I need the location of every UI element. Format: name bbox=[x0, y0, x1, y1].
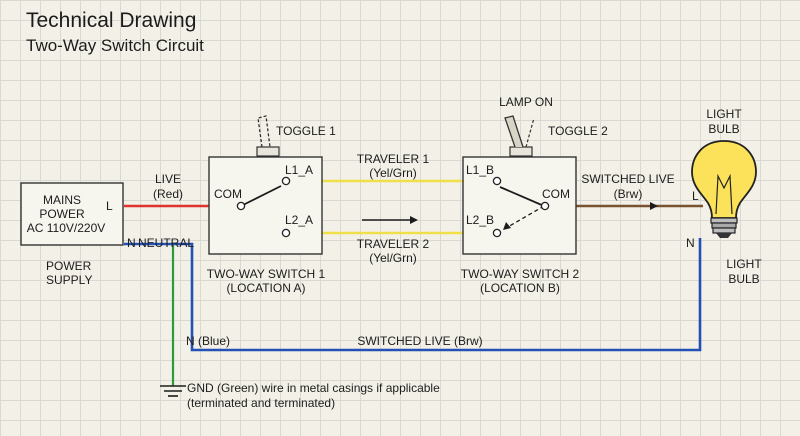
mains-label-line1: MAINS bbox=[43, 193, 81, 207]
bulb-side-label-line2: BULB bbox=[728, 272, 759, 286]
mains-label-line3: AC 110V/220V bbox=[27, 221, 106, 235]
switch-2-l2-label: L2_B bbox=[466, 213, 494, 227]
switch-2-com-label: COM bbox=[542, 187, 570, 201]
toggle-2-label: TOGGLE 2 bbox=[548, 124, 608, 138]
switch-1-com-terminal bbox=[236, 201, 246, 211]
ground-note-line2: (terminated and terminated) bbox=[187, 396, 335, 410]
toggle-1-icon bbox=[256, 115, 280, 157]
switch-2-com-terminal bbox=[540, 201, 550, 211]
traveler-2-label-line2: (Yel/Grn) bbox=[369, 251, 417, 265]
mains-label-line2: POWER bbox=[39, 207, 85, 221]
switch-1-l2-label: L2_A bbox=[285, 213, 313, 227]
bulb-terminal-n: N bbox=[686, 236, 695, 250]
switch-1-caption-line1: TWO-WAY SWITCH 1 bbox=[207, 267, 326, 281]
lamp-on-label: LAMP ON bbox=[499, 95, 553, 109]
switch-1-l1-terminal bbox=[281, 176, 291, 186]
switch-2-l1-terminal bbox=[492, 176, 502, 186]
switch-2-caption-line1: TWO-WAY SWITCH 2 bbox=[461, 267, 580, 281]
live-label-line1: LIVE bbox=[155, 172, 181, 186]
neutral-bottom-label: N (Blue) bbox=[186, 334, 230, 348]
ground-note-line1: GND (Green) wire in metal casings if app… bbox=[187, 381, 440, 395]
light-bulb-icon bbox=[691, 140, 757, 238]
bulb-top-label-line1: LIGHT bbox=[706, 107, 742, 121]
switch-2-caption-line2: (LOCATION B) bbox=[480, 281, 560, 295]
bulb-terminal-l: L bbox=[692, 189, 699, 203]
switch-1-lever bbox=[240, 185, 282, 207]
switch-1-l2-terminal bbox=[281, 228, 291, 238]
current-flow-arrow-icon bbox=[362, 216, 418, 224]
traveler-2-label-line1: TRAVELER 2 bbox=[357, 237, 430, 251]
toggle-2-icon bbox=[504, 115, 535, 157]
switch-2-alt-path-icon bbox=[503, 205, 545, 230]
ground-icon bbox=[160, 385, 186, 397]
power-supply-caption-line1: POWER bbox=[46, 259, 92, 273]
power-supply-caption-line2: SUPPLY bbox=[46, 273, 92, 287]
page-title: Technical Drawing bbox=[26, 9, 196, 32]
switched-live-label-line2: (Brw) bbox=[614, 187, 643, 201]
switch-2-lever bbox=[499, 186, 545, 207]
switch-2-box bbox=[462, 156, 577, 255]
switch-2-l2-terminal bbox=[492, 228, 502, 238]
mains-terminal-n: N bbox=[127, 236, 136, 250]
switched-live-bottom-label: SWITCHED LIVE (Brw) bbox=[357, 334, 482, 348]
switched-live-arrow-icon bbox=[650, 202, 658, 210]
switch-1-com-label: COM bbox=[214, 187, 242, 201]
switch-2-l1-label: L1_B bbox=[466, 163, 494, 177]
traveler-1-label-line2: (Yel/Grn) bbox=[369, 166, 417, 180]
mains-neutral-label: NEUTRAL bbox=[138, 236, 194, 250]
toggle-1-label: TOGGLE 1 bbox=[276, 124, 336, 138]
mains-terminal-l: L bbox=[106, 199, 113, 213]
page-subtitle: Two-Way Switch Circuit bbox=[26, 36, 204, 55]
switch-1-box bbox=[208, 156, 323, 255]
bulb-top-label-line2: BULB bbox=[708, 122, 739, 136]
switched-live-label-line1: SWITCHED LIVE bbox=[581, 172, 674, 186]
switch-1-caption-line2: (LOCATION A) bbox=[226, 281, 305, 295]
neutral-wire bbox=[124, 238, 702, 352]
bulb-side-label-line1: LIGHT bbox=[726, 257, 762, 271]
mains-power-box bbox=[20, 182, 124, 246]
traveler-1-label-line1: TRAVELER 1 bbox=[357, 152, 430, 166]
live-label-line2: (Red) bbox=[153, 187, 183, 201]
switch-1-l1-label: L1_A bbox=[285, 163, 313, 177]
